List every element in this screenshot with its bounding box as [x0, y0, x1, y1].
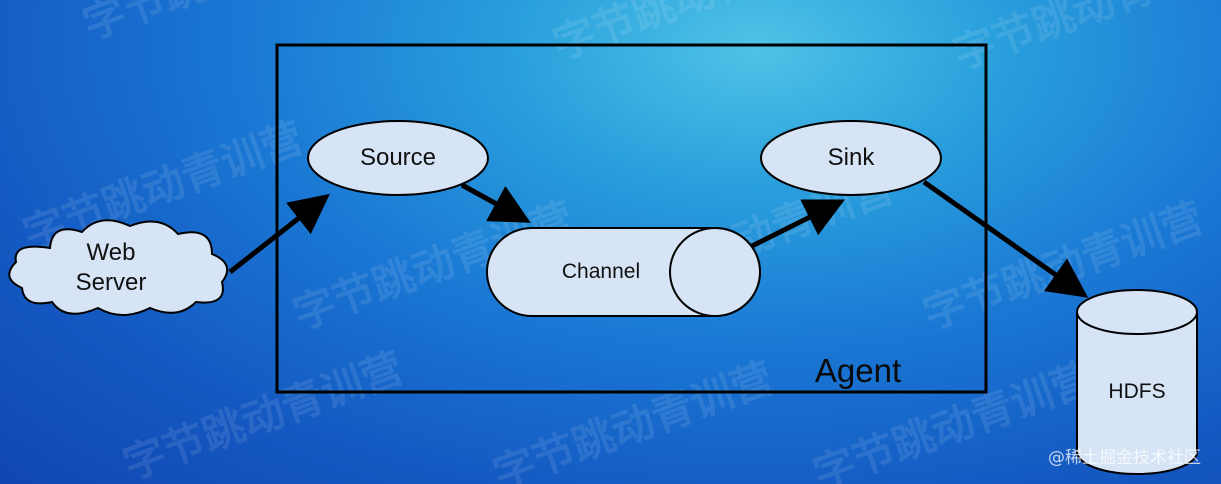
hdfs-node-shape	[1076, 289, 1198, 475]
svg-text:字节跳动青训营: 字节跳动青训营	[947, 0, 1221, 79]
channel-node-shape	[486, 227, 761, 317]
web-server-cloud-shape	[8, 219, 229, 316]
source-label: Source	[359, 144, 437, 171]
svg-text:字节跳动青训营: 字节跳动青训营	[547, 0, 840, 69]
hdfs-label: HDFS	[1108, 380, 1166, 403]
web-server-label: Web Server	[76, 238, 147, 298]
corner-watermark: @稀土掘金技术社区	[1048, 448, 1201, 468]
sink-node-shape	[760, 120, 942, 196]
sink-label: Sink	[827, 144, 875, 171]
edge-web-to-source	[228, 193, 330, 274]
edge-source-to-channel	[460, 182, 531, 223]
agent-box	[275, 43, 988, 394]
svg-text:字节跳动青训营: 字节跳动青训营	[487, 353, 780, 484]
edge-sink-to-hdfs	[922, 179, 1089, 298]
source-node-shape	[307, 120, 489, 196]
channel-label: Channel	[561, 260, 641, 283]
web-server-label-text: Web Server	[75, 239, 147, 296]
agent-label: Agent	[814, 352, 902, 389]
svg-text:字节跳动青训营: 字节跳动青训营	[77, 0, 370, 49]
svg-text:字节跳动青训营: 字节跳动青训营	[117, 343, 410, 484]
